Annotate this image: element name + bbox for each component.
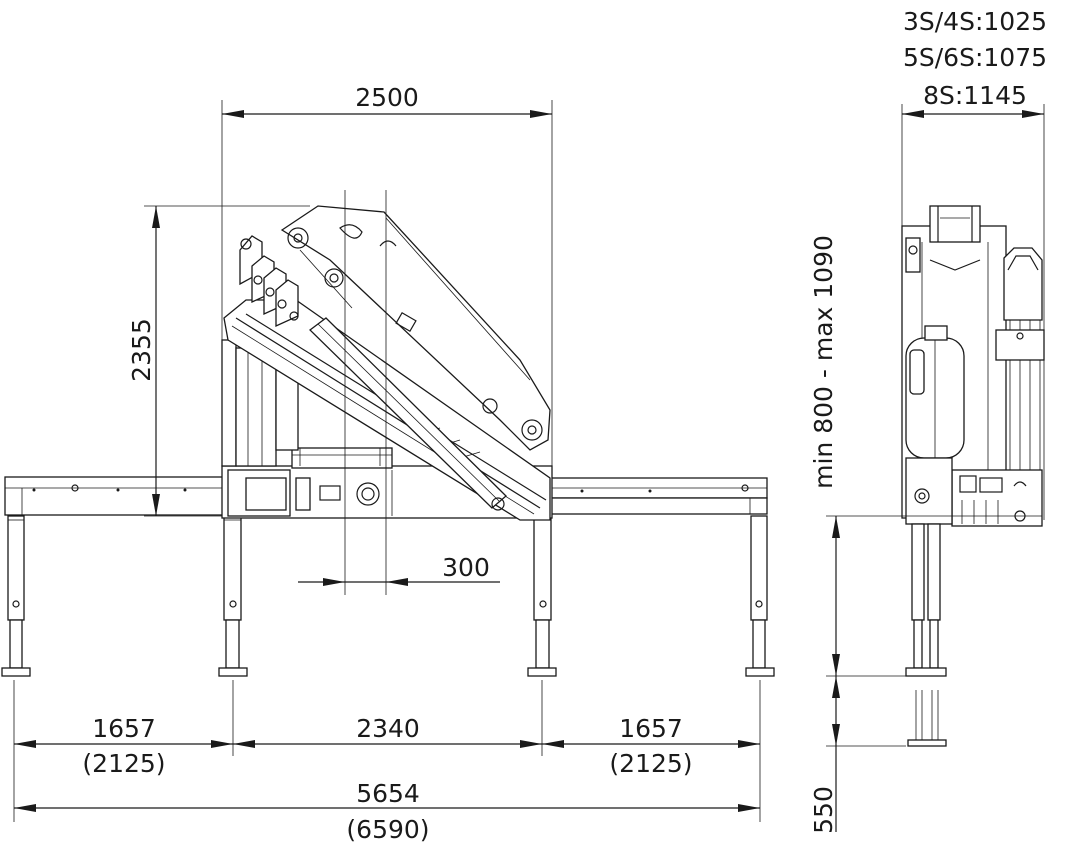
- front-dimensions: 2500 2355 300: [13, 83, 761, 844]
- side-control-valves: [951, 469, 1043, 527]
- side-extension-boom: [995, 247, 1045, 470]
- main-boom: [280, 205, 551, 451]
- boom-link-plates: [239, 235, 299, 328]
- dim-overall-span: 5654 (6590): [14, 779, 760, 844]
- dim-slew-offset-label: 300: [442, 553, 490, 582]
- stabilizer-leg-3: [527, 515, 557, 677]
- dim-frame-height: min 800 - max 1090 550: [809, 235, 906, 834]
- dim-side-width-label-3: 8S:1145: [923, 81, 1027, 110]
- dim-frame-height-label: min 800 - max 1090: [809, 235, 838, 489]
- stabilizer-leg-2: [218, 515, 248, 677]
- outrigger-beam-right: [549, 477, 768, 515]
- dim-side-width-label-1: 3S/4S:1025: [903, 7, 1047, 36]
- dim-side-width: 3S/4S:1025 5S/6S:1075 8S:1145: [901, 7, 1047, 520]
- crane-column: [221, 339, 299, 467]
- side-dimensions: 3S/4S:1025 5S/6S:1075 8S:1145 min 800 - …: [809, 7, 1047, 834]
- side-stabilizer-legs: [905, 523, 947, 747]
- dim-height-label: 2355: [127, 318, 156, 382]
- dim-height: 2355: [127, 205, 310, 517]
- dim-slew-offset: 300: [298, 553, 500, 586]
- side-frame: [905, 457, 1042, 525]
- stabilizer-leg-1: [1, 515, 31, 677]
- side-view: [901, 205, 1045, 747]
- dim-leg-extension-label: 550: [809, 786, 838, 834]
- dim-top-width: 2500: [221, 83, 553, 480]
- dim-right-span-label: 1657: [619, 714, 683, 743]
- front-view: [1, 190, 775, 677]
- dim-overall-span-label: 5654: [356, 779, 420, 808]
- lift-cylinder: [309, 317, 507, 511]
- dim-left-span-ext-label: (2125): [82, 749, 165, 778]
- dim-leg-spans: 1657 (2125) 2340 1657 (2125): [13, 680, 761, 822]
- dim-center-span-label: 2340: [356, 714, 420, 743]
- dim-right-span-ext-label: (2125): [609, 749, 692, 778]
- side-oil-tank: [905, 325, 965, 459]
- dim-overall-span-ext-label: (6590): [346, 815, 429, 844]
- dim-side-width-label-2: 5S/6S:1075: [903, 43, 1047, 72]
- dim-top-width-label: 2500: [355, 83, 419, 112]
- stabilizer-leg-4: [745, 515, 775, 677]
- dim-left-span-label: 1657: [92, 714, 156, 743]
- outrigger-beam-left: [4, 476, 224, 516]
